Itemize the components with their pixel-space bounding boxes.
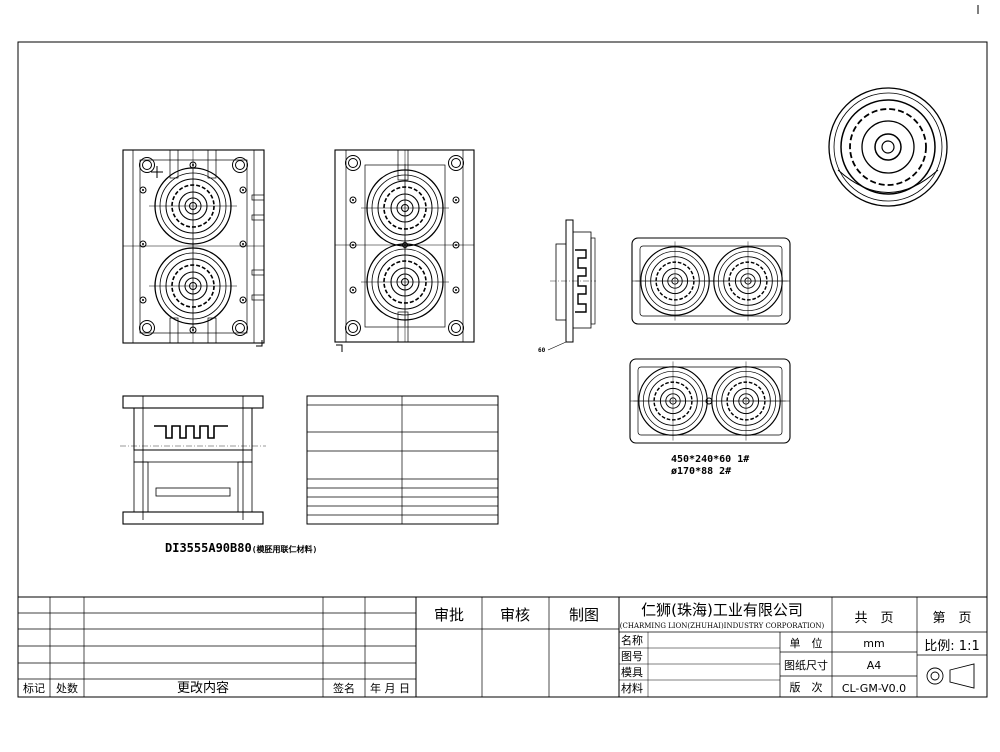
projection-symbol-icon bbox=[926, 663, 975, 689]
mold-plan-view-right bbox=[334, 149, 475, 352]
svg-text:60: 60 bbox=[538, 347, 546, 354]
page-number-label: 第 页 bbox=[932, 611, 971, 626]
unit-label: 单 位 bbox=[790, 636, 823, 650]
version-value: CL-GM-V0.0 bbox=[842, 682, 906, 695]
sheet-border bbox=[17, 41, 988, 698]
company-name-cn: 仁狮(珠海)工业有限公司 bbox=[641, 601, 803, 619]
cavity-plate-top bbox=[631, 237, 791, 325]
title-block bbox=[18, 596, 987, 697]
revision-sign-header: 签名 bbox=[333, 681, 355, 695]
review-label: 审核 bbox=[500, 606, 530, 624]
spec-line-1: 450*240*60 1# bbox=[671, 454, 749, 465]
mold-plan-view-left bbox=[122, 149, 265, 347]
revision-count-header: 处数 bbox=[56, 682, 78, 695]
company-name-en: (CHARMING LION(ZHUHAI)INDUSTRY CORPORATI… bbox=[620, 622, 825, 630]
approve-label: 审批 bbox=[434, 606, 464, 624]
spec-line-2: ø170*88 2# bbox=[671, 466, 731, 477]
total-pages-label: 共 页 bbox=[854, 611, 893, 626]
revision-mark-header: 标记 bbox=[23, 681, 45, 695]
unit-value: mm bbox=[863, 637, 884, 650]
revision-date-header: 年 月 日 bbox=[370, 681, 410, 695]
bom-table bbox=[306, 395, 499, 525]
paper-size-label: 图纸尺寸 bbox=[784, 658, 828, 672]
paper-size-value: A4 bbox=[867, 659, 882, 672]
draft-label: 制图 bbox=[569, 606, 599, 624]
part-number-note: (模胚用联仁材料) bbox=[252, 544, 318, 554]
scale-label: 比例: 1:1 bbox=[924, 639, 979, 654]
name-label: 名称 bbox=[621, 633, 643, 647]
mold-front-section bbox=[120, 395, 266, 525]
part-number: DI3555A90B80 bbox=[165, 541, 252, 555]
cavity-plate-bottom bbox=[629, 358, 791, 444]
revision-content-header: 更改内容 bbox=[177, 680, 229, 696]
mold-label: 模具 bbox=[621, 666, 643, 679]
version-label: 版 次 bbox=[790, 680, 823, 694]
part-isometric-view bbox=[828, 87, 948, 207]
drawing-number-label: 图号 bbox=[621, 650, 643, 663]
mold-side-section: 60 bbox=[538, 219, 596, 354]
part-number-label: DI3555A90B80(模胚用联仁材料) bbox=[165, 541, 317, 555]
material-label: 材料 bbox=[621, 681, 643, 695]
